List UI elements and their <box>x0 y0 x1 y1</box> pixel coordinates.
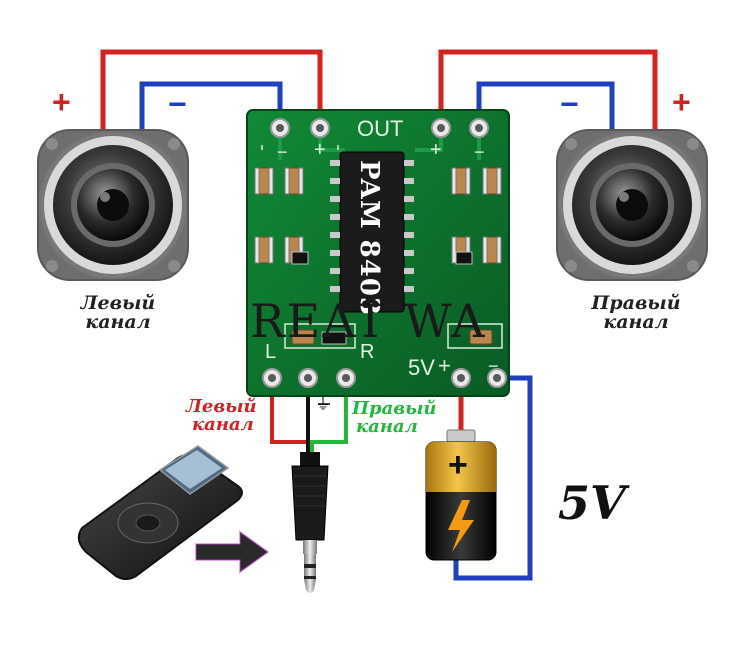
arrow-icon <box>195 530 270 574</box>
board-power-minus: − <box>488 356 499 376</box>
smd-resistors <box>291 251 473 345</box>
left-speaker-label-line2: канал <box>85 311 151 333</box>
wire-left-speaker-positive <box>100 49 323 130</box>
left-speaker-plus-sign: + <box>52 84 71 120</box>
left-speaker-label: Левый канал <box>48 294 188 332</box>
board-power-plus: + <box>438 353 451 378</box>
right-speaker-label: Правый канал <box>566 294 706 332</box>
input-right-label-line1: Правый <box>352 398 437 419</box>
board-input-right-label: R <box>360 341 375 363</box>
input-right-label-line2: канал <box>356 416 418 437</box>
input-left-label: Левый канал <box>186 398 257 434</box>
wire-input-right <box>310 378 348 452</box>
wire-left-speaker-negative <box>139 81 283 130</box>
chip-label: PAM 8403 <box>354 160 384 317</box>
wire-right-speaker-positive <box>438 49 658 130</box>
right-speaker-label-line2: канал <box>603 311 669 333</box>
right-speaker-label-line1: Правый <box>591 292 681 314</box>
board-power-label: 5V <box>408 355 435 380</box>
battery-icon <box>425 429 497 561</box>
right-speaker-plus-sign: + <box>672 84 691 120</box>
pam8403-board <box>246 109 510 397</box>
board-out-plus-left: + <box>314 139 326 161</box>
left-speaker-icon <box>37 129 189 281</box>
wire-right-speaker-negative <box>476 81 615 130</box>
battery-voltage-label: 5V <box>558 476 626 530</box>
wire-power-negative <box>453 375 533 581</box>
input-left-label-line2: канал <box>192 414 254 435</box>
input-left-label-line1: Левый <box>186 396 257 417</box>
ground-symbol: ⏚ <box>315 394 332 413</box>
right-speaker-icon <box>556 129 708 281</box>
board-watermark: REAT WA <box>250 294 487 348</box>
left-speaker-minus-sign: − <box>168 86 187 122</box>
board-out-minus-right: − <box>474 142 485 162</box>
board-input-left-label: L <box>265 341 277 363</box>
board-out-plus-right: + <box>430 139 442 161</box>
right-speaker-minus-sign: − <box>560 86 579 122</box>
left-speaker-label-line1: Левый <box>80 292 156 314</box>
audio-jack-icon <box>291 452 329 593</box>
board-out-minus-left: − <box>277 142 288 162</box>
mp3-player-icon <box>77 445 243 580</box>
board-out-label: OUT <box>357 116 404 141</box>
battery-plus-sign: + <box>448 446 468 484</box>
input-right-label: Правый канал <box>352 400 436 436</box>
